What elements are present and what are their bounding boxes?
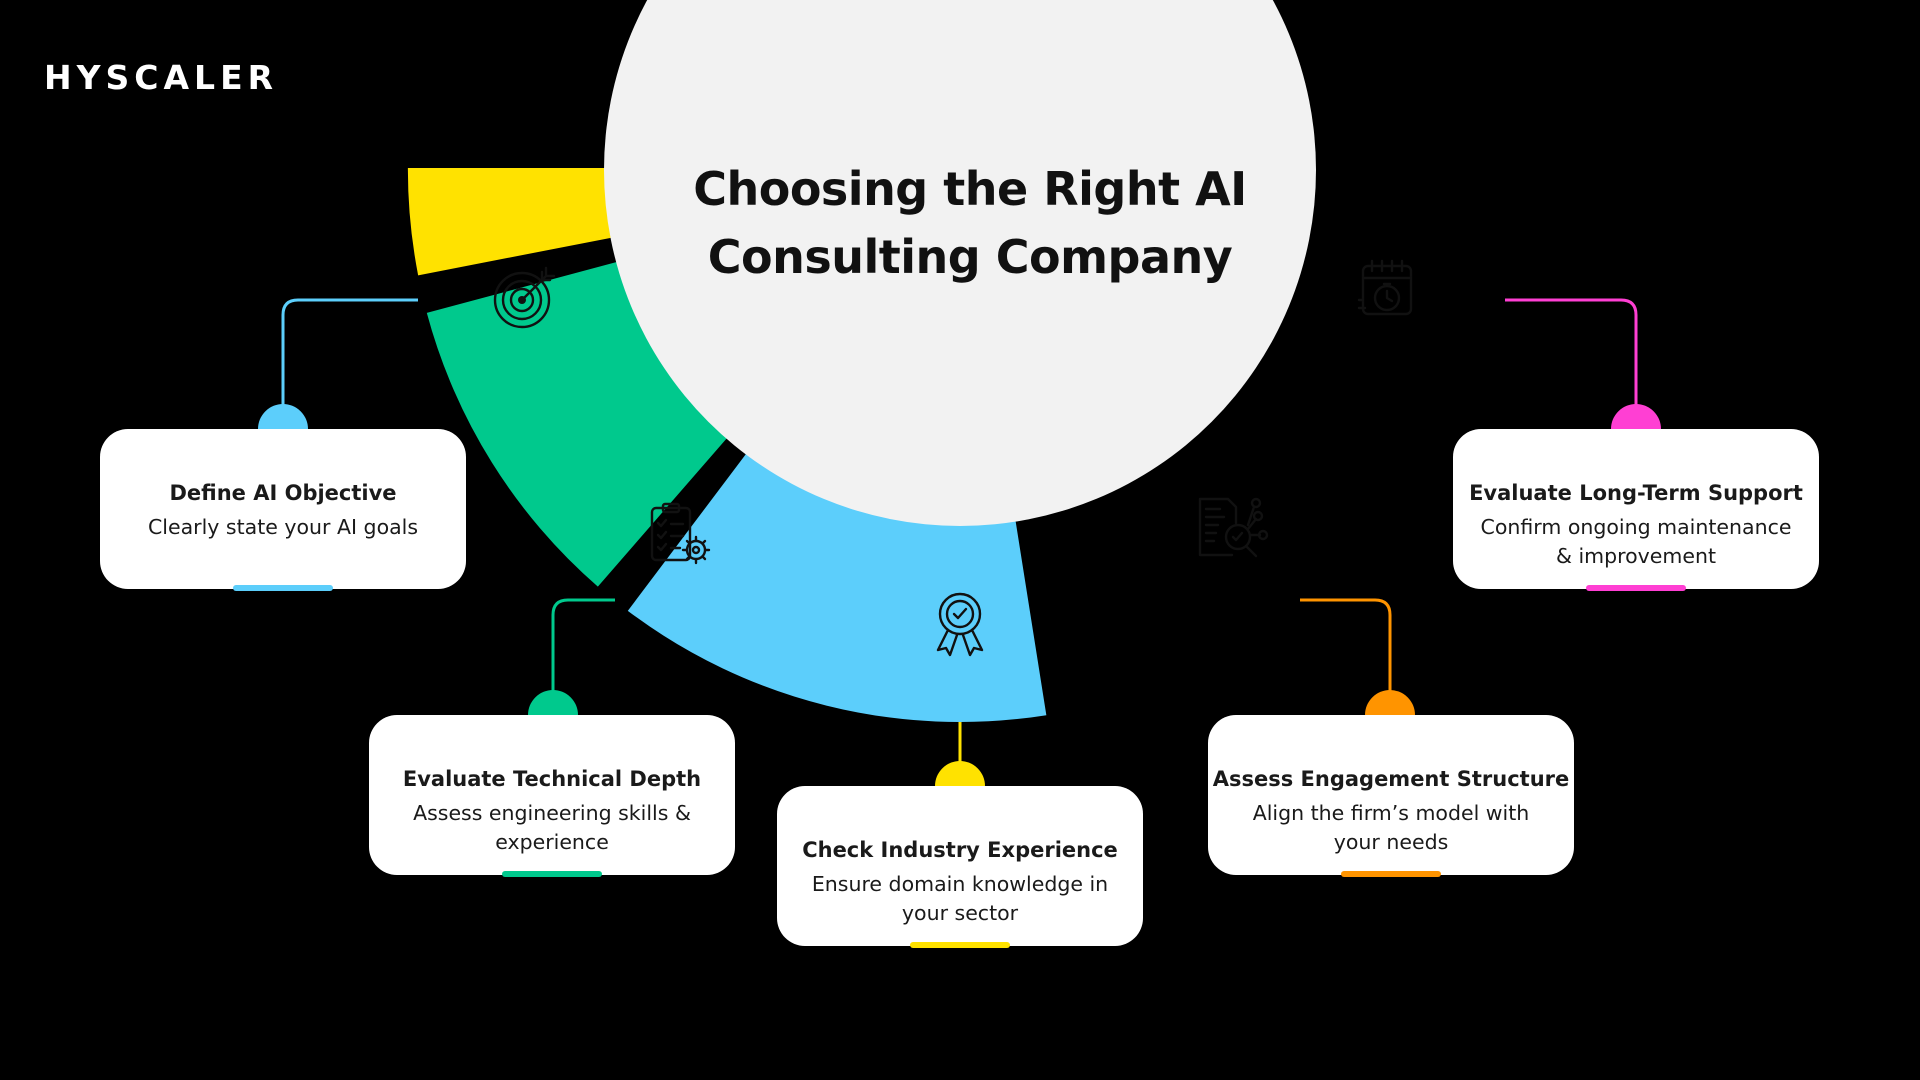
step-description: Confirm ongoing maintenance & improvemen…: [1480, 515, 1792, 568]
step-title: Define AI Objective: [169, 481, 397, 505]
connector-line: [1505, 298, 1638, 428]
accent-bar: [910, 942, 1010, 948]
connector-line: [281, 298, 418, 428]
step-description: Clearly state your AI goals: [147, 515, 419, 539]
accent-bar: [233, 585, 333, 591]
diagram-title: Choosing the Right AI Consulting Company: [693, 162, 1247, 284]
step-description: Align the firm’s model with your needs: [1252, 801, 1530, 854]
target-icon: [493, 266, 556, 329]
connector-line: [551, 598, 615, 714]
hyscaler-logo: HYSCALER: [44, 58, 279, 97]
step-card-check-industry-experience: Check Industry Experience Ensure domain …: [777, 786, 1143, 948]
accent-bar: [502, 871, 602, 877]
step-card-evaluate-technical-depth: Evaluate Technical Depth Assess engineer…: [369, 715, 735, 877]
calendar-stopwatch-icon: [1357, 259, 1413, 316]
step-title: Assess Engagement Structure: [1212, 767, 1570, 791]
step-card-evaluate-long-term-support: Evaluate Long-Term Support Confirm ongoi…: [1453, 429, 1819, 591]
connector-line: [1300, 598, 1392, 714]
segment-icons: [493, 259, 1413, 657]
step-title: Evaluate Technical Depth: [402, 767, 702, 791]
checklist-gear-icon: [650, 502, 711, 565]
step-description: Assess engineering skills & experience: [413, 801, 691, 854]
document-search-icon: [1198, 497, 1269, 558]
step-card-assess-engagement-structure: Assess Engagement Structure Align the fi…: [1208, 715, 1574, 877]
step-title: Evaluate Long-Term Support: [1469, 481, 1803, 505]
step-description: Ensure domain knowledge in your sector: [811, 872, 1109, 925]
center-circle: [604, 0, 1316, 526]
accent-bar: [1586, 585, 1686, 591]
step-title: Check Industry Experience: [802, 838, 1118, 862]
fan-segment-check-industry-experience: [408, 168, 627, 276]
award-badge-icon: [936, 592, 984, 657]
step-card-define-ai-objective: Define AI Objective Clearly state your A…: [100, 429, 466, 591]
accent-bar: [1341, 871, 1441, 877]
